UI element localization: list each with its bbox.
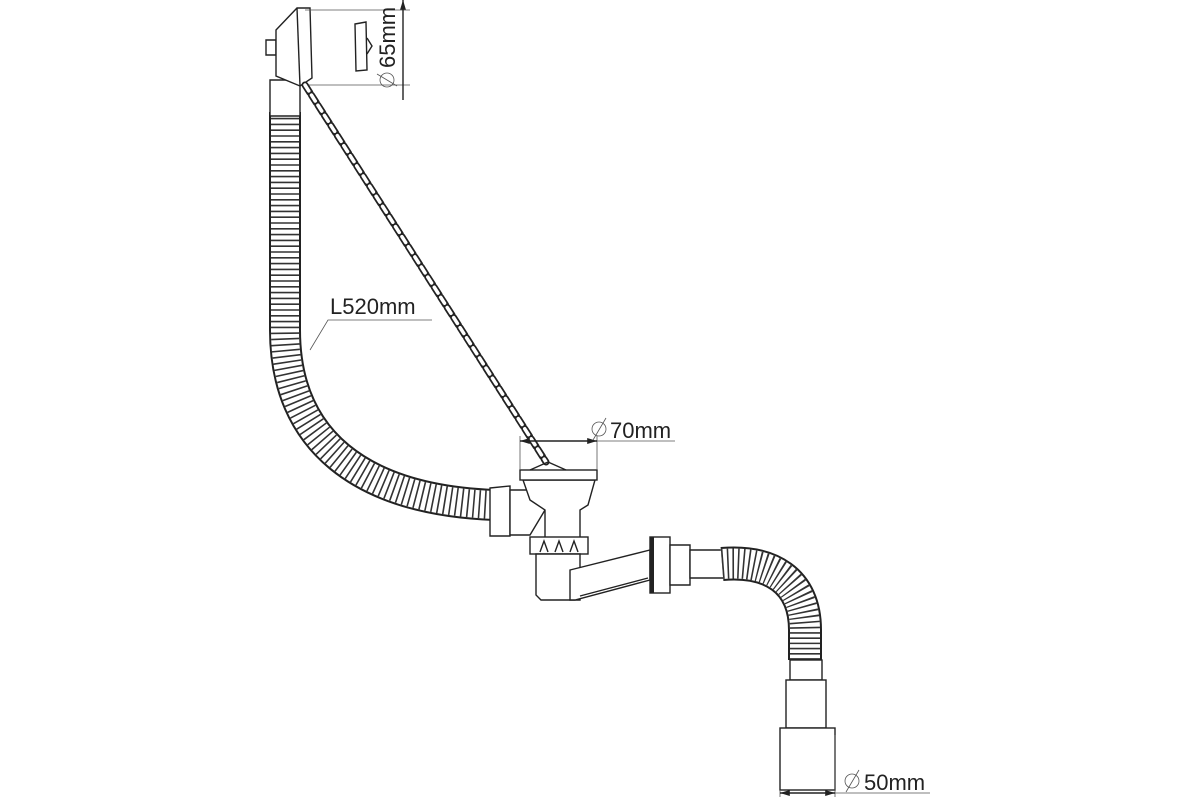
dimension-overflow-diameter: 65mm	[305, 0, 410, 100]
outlet-diameter-label: 50mm	[864, 770, 925, 795]
diameter-symbol-icon	[376, 72, 398, 88]
dimension-outlet-diameter: 50mm	[779, 735, 930, 797]
drain-diameter-label: 70mm	[610, 418, 671, 443]
drain-body	[489, 461, 726, 601]
diameter-symbol-icon	[844, 769, 860, 793]
dimension-drain-diameter: 70mm	[519, 417, 675, 470]
outlet-hose	[720, 546, 836, 791]
dimension-hose-length: L520mm	[309, 294, 432, 351]
overflow-diameter-label: 65mm	[375, 7, 400, 68]
overflow-elbow	[265, 39, 301, 117]
diameter-symbol-icon	[591, 417, 607, 441]
overflow-plate	[275, 7, 373, 87]
chain	[301, 81, 550, 466]
hose-length-label: L520mm	[330, 294, 416, 319]
corrugated-hose	[269, 112, 496, 521]
